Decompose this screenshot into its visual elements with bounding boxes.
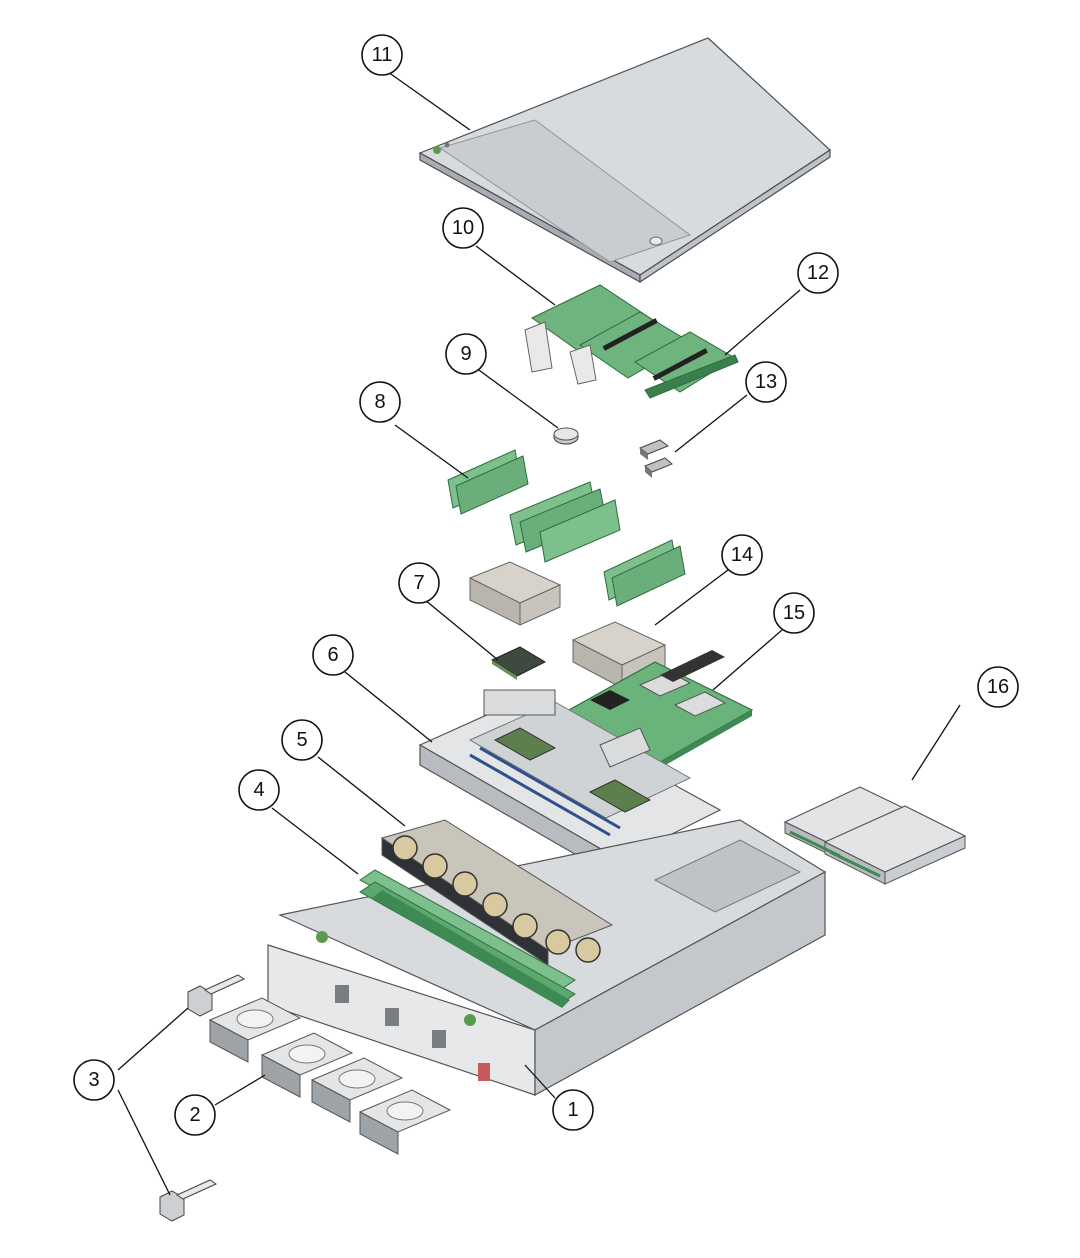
callout-11: 11 <box>361 34 403 76</box>
callout-10: 10 <box>442 207 484 249</box>
callout-15: 15 <box>773 592 815 634</box>
callout-12: 12 <box>797 252 839 294</box>
svg-text:4: 4 <box>253 779 264 801</box>
power-supplies <box>783 786 967 885</box>
callout-3: 3 <box>73 1059 115 1101</box>
bracket-pieces <box>159 974 246 1222</box>
svg-text:9: 9 <box>460 343 471 365</box>
leader-lines <box>117 71 961 1196</box>
callout-14: 14 <box>721 534 763 576</box>
callout-13: 13 <box>745 361 787 403</box>
top-cover <box>418 37 831 284</box>
callout-1: 1 <box>552 1089 594 1131</box>
disk-backplane <box>359 869 576 1008</box>
callouts: 11 10 12 9 13 8 14 7 <box>73 34 1019 1136</box>
svg-text:11: 11 <box>372 44 393 66</box>
dimm-group-right <box>603 539 686 607</box>
svg-text:8: 8 <box>374 391 385 413</box>
callout-8: 8 <box>359 381 401 423</box>
processor <box>490 646 547 680</box>
svg-text:13: 13 <box>755 371 777 393</box>
callout-6: 6 <box>312 634 354 676</box>
drive-modules <box>208 997 452 1155</box>
dimm-group-center <box>509 481 621 563</box>
svg-text:6: 6 <box>327 644 338 666</box>
svg-text:2: 2 <box>189 1104 200 1126</box>
callout-9: 9 <box>445 333 487 375</box>
riser-boards <box>524 284 739 399</box>
svg-text:15: 15 <box>783 602 805 624</box>
svg-text:16: 16 <box>987 676 1009 698</box>
heatsink-left <box>468 561 562 626</box>
callout-4: 4 <box>238 769 280 811</box>
callout-7: 7 <box>398 562 440 604</box>
svg-text:7: 7 <box>413 572 424 594</box>
fan-modules <box>380 819 614 966</box>
usb-devices <box>638 439 673 478</box>
svg-text:3: 3 <box>88 1069 99 1091</box>
battery <box>553 427 579 445</box>
callout-2: 2 <box>174 1094 216 1136</box>
air-duct <box>418 689 722 882</box>
callout-16: 16 <box>977 666 1019 708</box>
dimm-group-left <box>447 449 529 515</box>
svg-text:5: 5 <box>296 729 307 751</box>
svg-text:14: 14 <box>731 544 753 566</box>
svg-text:1: 1 <box>567 1099 578 1121</box>
callout-5: 5 <box>281 719 323 761</box>
svg-text:10: 10 <box>452 217 474 239</box>
svg-text:12: 12 <box>807 262 829 284</box>
